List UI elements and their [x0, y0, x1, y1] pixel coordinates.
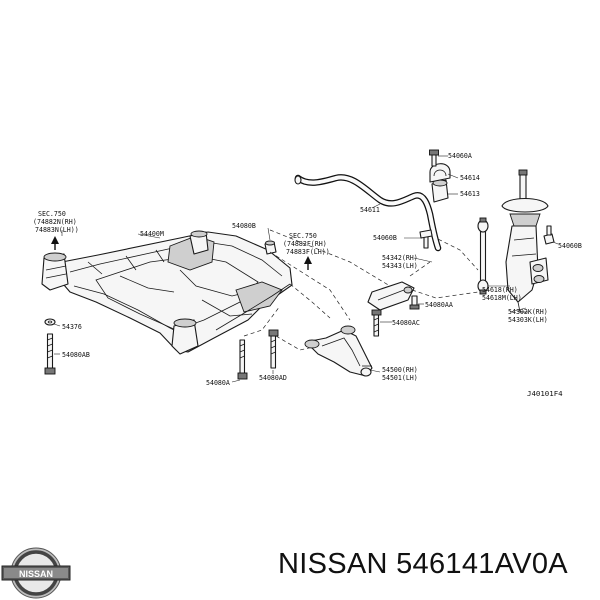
leader-lines [53, 155, 559, 383]
stabilizer-bar-54611 [294, 174, 442, 252]
bolt-54080ab [44, 333, 56, 375]
label-54060b-right: 54060B [558, 242, 582, 250]
label-54080a: 54080A [206, 379, 230, 387]
bolt-54080a [237, 339, 248, 380]
assembly-dashed-lines [243, 229, 479, 351]
nissan-logo: NISSAN [1, 547, 71, 599]
label-54613: 54613 [460, 190, 480, 198]
bolt-54060b-left [419, 229, 433, 249]
label-54376: 54376 [62, 323, 82, 331]
bolt-54080aa [409, 295, 420, 310]
label-74883n: 74883N(LH)) [35, 226, 79, 234]
logo-text: NISSAN [19, 569, 53, 579]
stabilizer-link-54618 [477, 217, 489, 295]
washer-54376 [44, 318, 56, 326]
mount-bushing-rear [171, 318, 199, 355]
label-54501: 54501(LH) [382, 374, 418, 382]
bolt-54060a [429, 149, 439, 167]
diagram-reference-code: J40101F4 [527, 389, 563, 398]
label-54080ab: 54080AB [62, 351, 90, 359]
label-54342: 54342(RH) [382, 254, 418, 262]
mount-bushing-left [41, 252, 69, 291]
nut-54080b [264, 240, 277, 255]
part-labels: SEC.750 (74882N(RH) 74883N(LH)) 54400M 5… [33, 152, 582, 398]
label-54080ac: 54080AC [392, 319, 420, 327]
part-number-caption: NISSAN 546141AV0A [278, 548, 568, 580]
front-crossmember [57, 231, 293, 353]
label-54611: 54611 [360, 206, 380, 214]
label-sec750-b: SEC.750 [289, 232, 317, 240]
bushing-clamp-54614 [429, 163, 451, 183]
label-74882n: (74882N(RH) [33, 218, 77, 226]
label-54500: 54500(RH) [382, 366, 418, 374]
label-54303k: 54303K(LH) [508, 316, 548, 324]
arrow-up-icon [51, 236, 59, 250]
label-54614: 54614 [460, 174, 480, 182]
stabilizer-bushing-54613 [431, 179, 449, 203]
label-54080ad: 54080AD [259, 374, 287, 382]
arrow-up-icon [304, 256, 312, 270]
label-54400m: 54400M [140, 230, 164, 238]
label-54618m: 54618M(LH) [482, 294, 522, 302]
mount-bushing-top [189, 230, 209, 255]
label-54080b: 54080B [232, 222, 256, 230]
bolt-54060b-right [543, 225, 555, 245]
label-74883f: 74883F(LH)) [286, 248, 330, 256]
label-54060b: 54060B [373, 234, 397, 242]
link-bracket-54342 [367, 281, 415, 311]
bolt-54080ac [371, 309, 382, 337]
strut-assembly-54302k [501, 169, 549, 313]
label-54302k: 54302K(RH) [508, 308, 548, 316]
label-74882f: (74882F(RH) [283, 240, 327, 248]
lower-control-arm-54500 [304, 325, 373, 377]
label-54060a: 54060A [448, 152, 472, 160]
label-54343: 54343(LH) [382, 262, 418, 270]
label-54618: 54618(RH) [482, 286, 518, 294]
label-sec750-a: SEC.750 [38, 210, 66, 218]
bolt-54080ad [268, 329, 279, 369]
label-54080aa: 54080AA [425, 301, 453, 309]
